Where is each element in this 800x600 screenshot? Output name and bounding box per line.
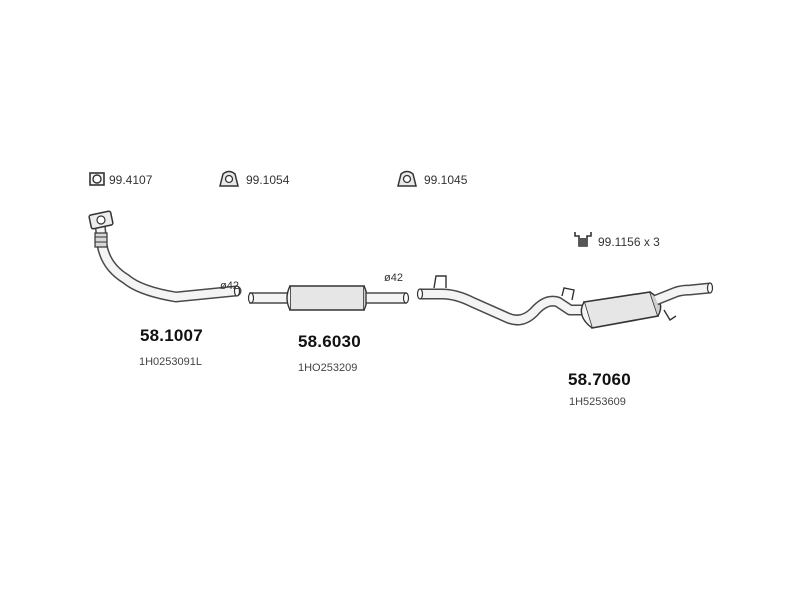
rear-muffler-drawing (416, 275, 714, 329)
part-number-1: 58.1007 (140, 326, 203, 345)
oe-number-2: 1HO253209 (298, 362, 358, 374)
accessory-code-1: 99.4107 (109, 173, 153, 187)
diameter-label-2: ø42 (384, 272, 403, 284)
square-clamp-icon (89, 172, 105, 186)
oe-number-1: 1H0253091L (139, 356, 203, 368)
rubber-hanger-icon (219, 170, 239, 187)
diameter-label-1: ø42 (220, 280, 239, 292)
oe-number-3: 1H5253609 (569, 396, 626, 408)
rubber-hanger-icon (397, 170, 417, 187)
mounting-bracket-icon (574, 232, 592, 247)
accessory-code-2: 99.1054 (246, 173, 290, 187)
front-pipe-drawing (88, 210, 242, 303)
accessory-code-3: 99.1045 (424, 173, 468, 187)
part-number-2: 58.6030 (298, 332, 361, 351)
part-number-3: 58.7060 (568, 370, 631, 389)
accessory-code-4: 99.1156 x 3 (598, 235, 660, 249)
center-muffler-drawing (247, 285, 410, 311)
